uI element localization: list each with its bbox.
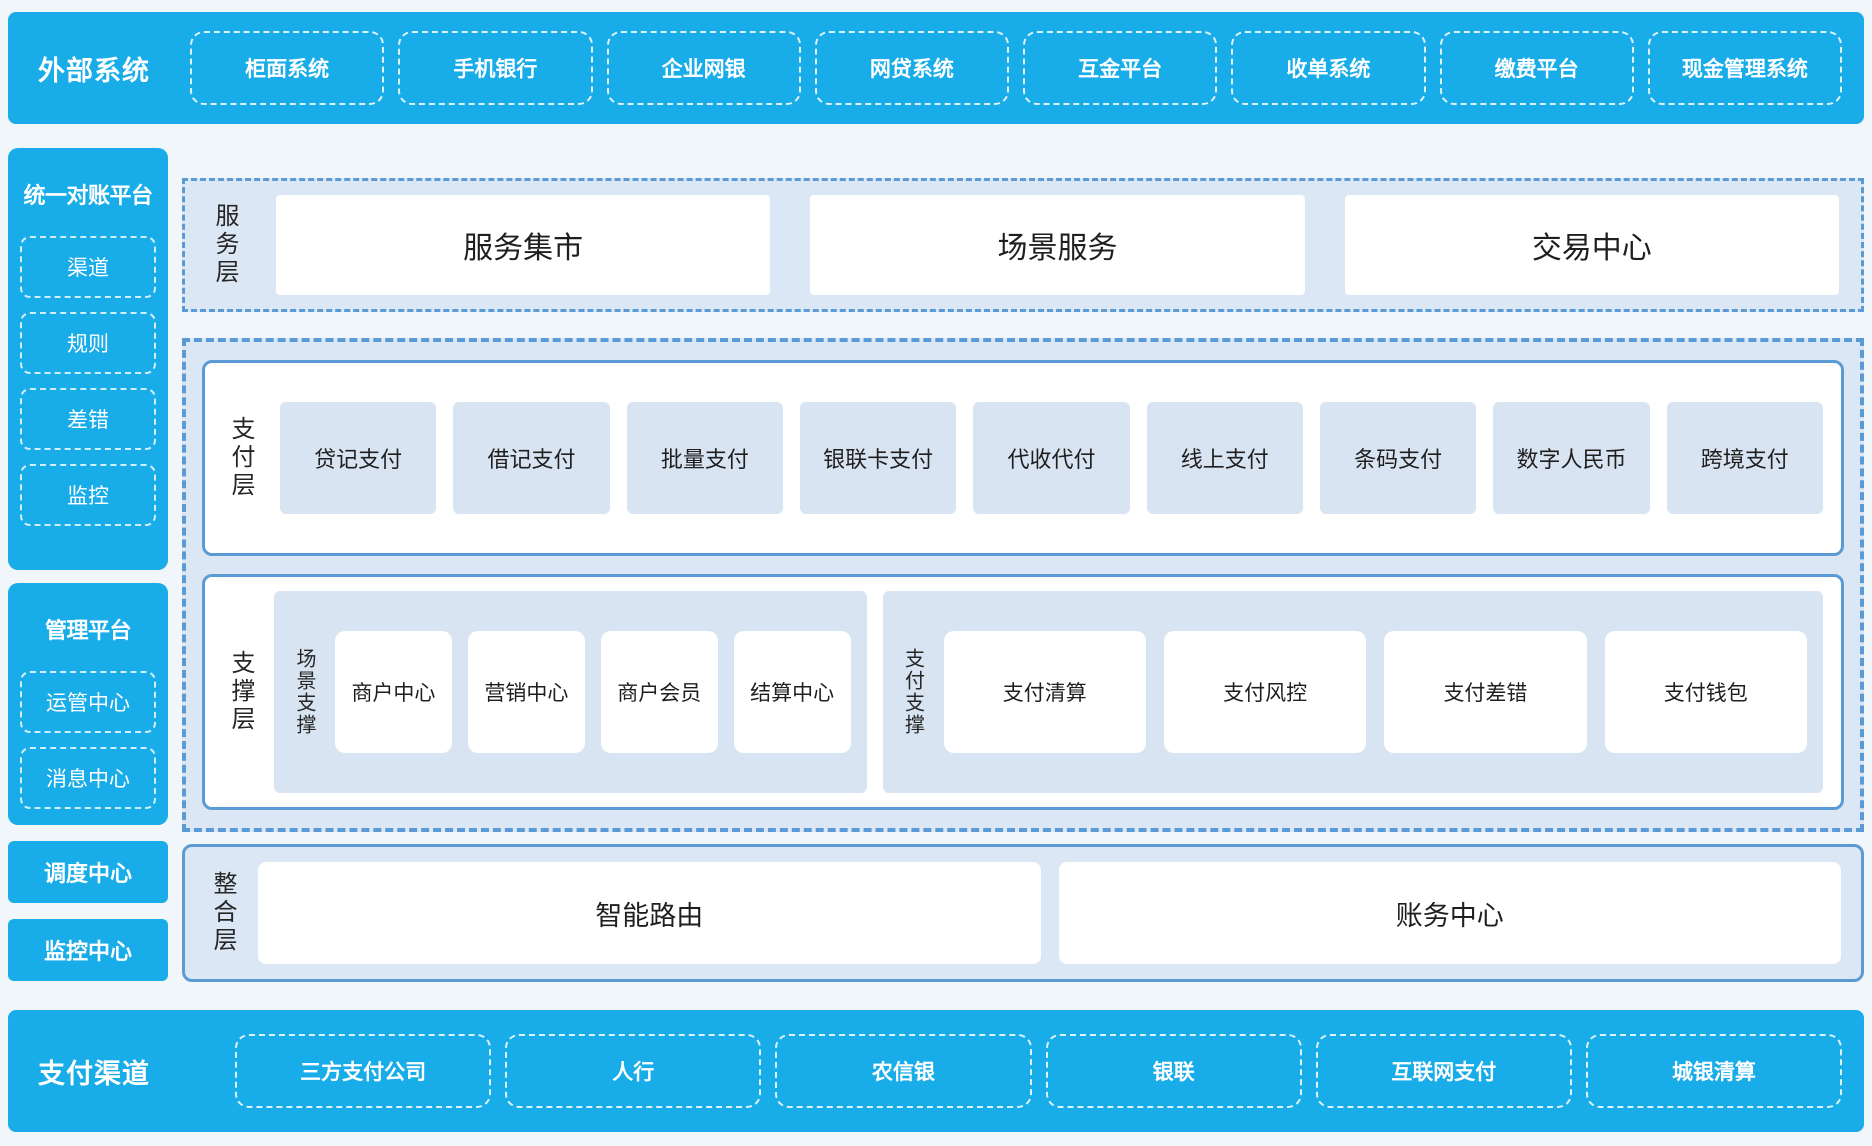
scene-support-card: 商户会员 [600,631,718,754]
payment-support-card: 支付清算 [943,631,1146,754]
reconciliation-platform-panel: 统一对账平台 渠道 规则 差错 监控 [8,148,168,570]
support-layer-label: 支撑层 [227,650,254,735]
dispatch-center-block: 调度中心 [8,841,168,903]
payment-item: 贷记支付 [280,402,437,515]
payment-support-card: 支付风控 [1163,631,1367,754]
payment-item: 数字人民币 [1493,402,1650,515]
payment-item: 代收代付 [973,402,1130,515]
reconciliation-item: 规则 [20,312,156,374]
payment-channel-item: 互联网支付 [1315,1034,1572,1108]
service-card: 服务集市 [276,195,771,295]
reconciliation-item: 监控 [20,464,156,526]
service-card: 场景服务 [810,195,1305,295]
management-item: 运管中心 [20,671,156,733]
integration-layer-panel: 整合层 智能路由 账务中心 [182,844,1864,982]
payment-item: 条码支付 [1319,402,1477,515]
service-layer-label: 服务层 [211,203,238,287]
payment-layer-items: 贷记支付 借记支付 批量支付 银联卡支付 代收代付 线上支付 条码支付 [280,402,1823,515]
scene-support-group: 场景支撑 商户中心 营销中心 商户会员 结算中心 [274,591,867,793]
payment-channel-item: 三方支付公司 [235,1034,492,1108]
payment-layer-panel: 支付层 贷记支付 借记支付 批量支付 银联卡支付 代收代付 [202,360,1844,557]
external-system-item: 收单系统 [1231,31,1426,105]
payment-support-card: 支付差错 [1384,631,1587,754]
payment-item: 跨境支付 [1666,402,1823,515]
integration-layer-cards: 智能路由 账务中心 [258,862,1841,964]
reconciliation-item: 差错 [20,388,156,450]
external-system-item: 现金管理系统 [1647,31,1842,105]
payment-support-card: 支付钱包 [1604,631,1807,754]
integration-card: 账务中心 [1058,862,1841,964]
monitor-center-block: 监控中心 [8,919,168,981]
payment-channel-item: 农信银 [775,1034,1032,1108]
reconciliation-item: 渠道 [20,236,156,298]
management-platform-items: 运管中心 消息中心 [20,671,156,811]
payment-item: 银联卡支付 [799,402,957,515]
middle-zone: 统一对账平台 渠道 规则 差错 监控 管理平台 [8,148,1864,982]
external-system-item: 互金平台 [1023,31,1218,105]
payment-support-group: 支付支撑 支付清算 支付风控 支付差错 支付钱包 [882,591,1823,793]
management-platform-title: 管理平台 [44,618,132,643]
service-layer-box: 服务层 服务集市 场景服务 交易中心 [182,178,1864,312]
payment-channel-item: 城银清算 [1585,1034,1843,1108]
left-rail: 统一对账平台 渠道 规则 差错 监控 管理平台 [8,148,168,982]
external-systems-title: 外部系统 [38,55,150,86]
payment-support-label: 支付支撑 [901,648,924,737]
payment-channel-item: 人行 [505,1034,762,1108]
service-layer-cards: 服务集市 场景服务 交易中心 [276,195,1839,295]
scene-support-card: 营销中心 [467,631,585,754]
reconciliation-platform-items: 渠道 规则 差错 监控 [20,236,156,556]
payment-support-cards: 支付清算 支付风控 支付差错 支付钱包 [943,631,1807,754]
scene-support-label: 场景支撑 [293,648,315,737]
service-card: 交易中心 [1344,195,1839,295]
integration-card: 智能路由 [258,862,1041,964]
external-system-item: 柜面系统 [190,31,385,105]
payment-support-wrapper: 支付层 贷记支付 借记支付 批量支付 银联卡支付 代收代付 [182,338,1864,832]
scene-support-card: 结算中心 [733,631,851,754]
scene-support-card: 商户中心 [335,631,452,754]
external-system-item: 企业网银 [606,31,801,105]
payment-channel-item: 银联 [1045,1034,1302,1108]
external-systems-bar: 外部系统 柜面系统 手机银行 企业网银 网贷系统 互金平台 收单系统 缴费平台 … [8,12,1864,124]
management-platform-panel: 管理平台 运管中心 消息中心 [8,583,168,825]
payment-channels-title: 支付渠道 [38,1058,150,1089]
payment-item: 借记支付 [453,402,610,515]
integration-layer-label: 整合层 [209,871,236,955]
payment-layer-label: 支付层 [227,416,254,501]
external-system-item: 网贷系统 [814,31,1009,105]
reconciliation-platform-title: 统一对账平台 [23,183,153,208]
payment-item: 线上支付 [1146,402,1303,515]
payment-channels-items: 三方支付公司 人行 农信银 银联 互联网支付 城银清算 [235,1010,1843,1132]
external-system-item: 手机银行 [398,31,593,105]
external-systems-items: 柜面系统 手机银行 企业网银 网贷系统 互金平台 收单系统 缴费平台 现金管理系… [190,12,1842,124]
support-layer-panel: 支撑层 场景支撑 商户中心 营销中心 商户会员 结算 [202,574,1844,810]
management-item: 消息中心 [20,747,156,809]
payment-item: 批量支付 [626,402,783,515]
payment-channels-bar: 支付渠道 三方支付公司 人行 农信银 银联 互联网支付 城银清算 [8,1010,1864,1132]
layers-column: 服务层 服务集市 场景服务 交易中心 支付层 [182,148,1864,982]
external-system-item: 缴费平台 [1439,31,1634,105]
scene-support-cards: 商户中心 营销中心 商户会员 结算中心 [335,631,851,754]
